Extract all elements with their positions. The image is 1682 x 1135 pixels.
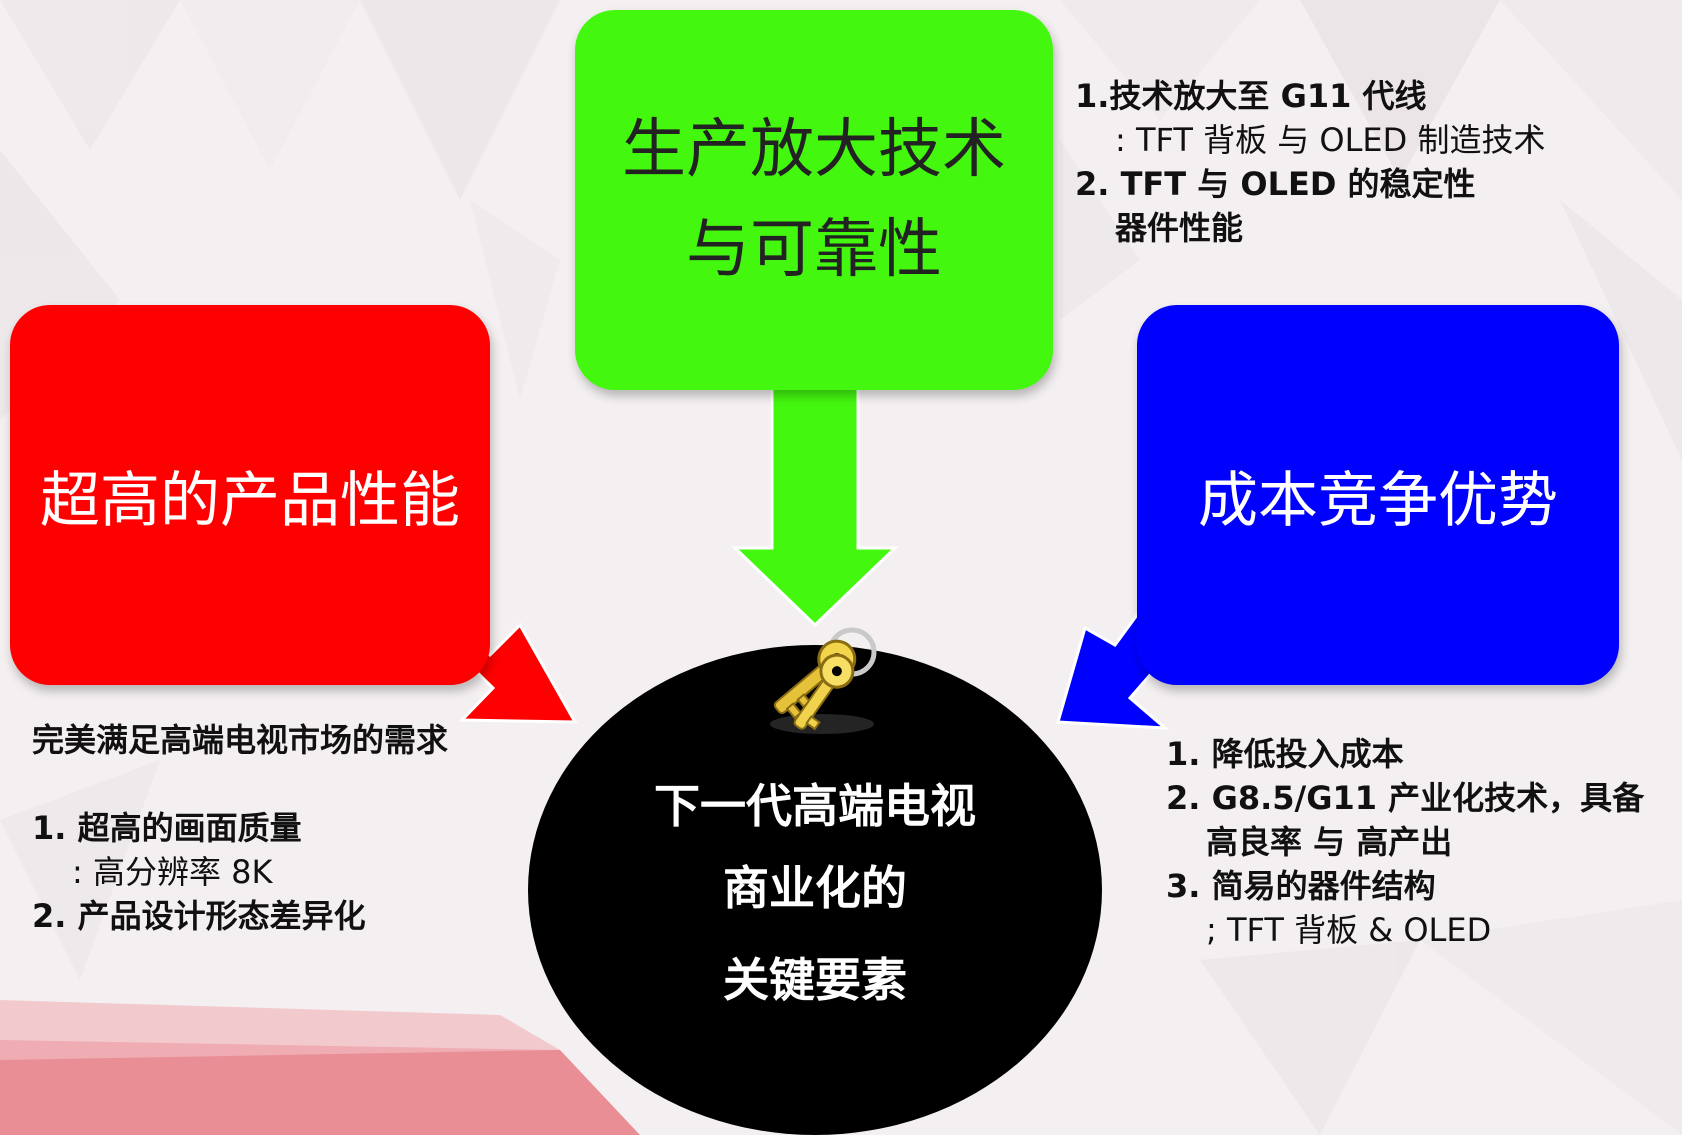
center-text: 下一代高端电视 商业化的 关键要素 [560,765,1070,1021]
cost-advantage-title: 成本竞争优势 [1198,465,1558,536]
center-line-3: 关键要素 [723,953,907,1007]
right-note-2-detail: 高良率 与 高产出 [1206,823,1453,861]
cost-advantage-box: 成本竞争优势 [1137,305,1619,685]
center-circle [528,645,1102,1135]
top-note-1: 1.技术放大至 G11 代线 [1075,77,1427,115]
green-down-arrow [731,368,899,628]
product-performance-title: 超高的产品性能 [40,465,460,536]
top-notes: 1.技术放大至 G11 代线 : TFT 背板 与 OLED 制造技术 2. T… [1075,74,1545,250]
left-note-1: 1. 超高的画面质量 [32,809,302,847]
product-performance-box: 超高的产品性能 [10,305,490,685]
left-notes-heading: 完美满足高端电视市场的需求 [32,721,449,759]
production-scale-title: 生产放大技术 与可靠性 [622,113,1006,287]
production-scale-box: 生产放大技术 与可靠性 [575,10,1053,390]
right-note-1: 1. 降低投入成本 [1166,735,1404,773]
left-note-1-detail: : 高分辨率 8K [72,853,273,891]
center-line-2: 商业化的 [723,861,907,915]
right-note-3: 3. 简易的器件结构 [1166,867,1436,905]
top-note-1-detail: : TFT 背板 与 OLED 制造技术 [1115,121,1546,159]
right-note-3-detail: ; TFT 背板 & OLED [1206,911,1492,949]
right-notes: 1. 降低投入成本 2. G8.5/G11 产业化技术，具备 高良率 与 高产出… [1166,732,1644,952]
right-note-2: 2. G8.5/G11 产业化技术，具备 [1166,779,1645,817]
left-note-2: 2. 产品设计形态差异化 [32,897,366,935]
keys-icon [770,627,877,734]
top-note-2: 2. TFT 与 OLED 的稳定性 [1075,165,1476,203]
top-note-2-detail: 器件性能 [1115,209,1244,247]
left-notes: 完美满足高端电视市场的需求 1. 超高的画面质量 : 高分辨率 8K 2. 产品… [32,718,448,938]
center-line-1: 下一代高端电视 [654,779,976,833]
